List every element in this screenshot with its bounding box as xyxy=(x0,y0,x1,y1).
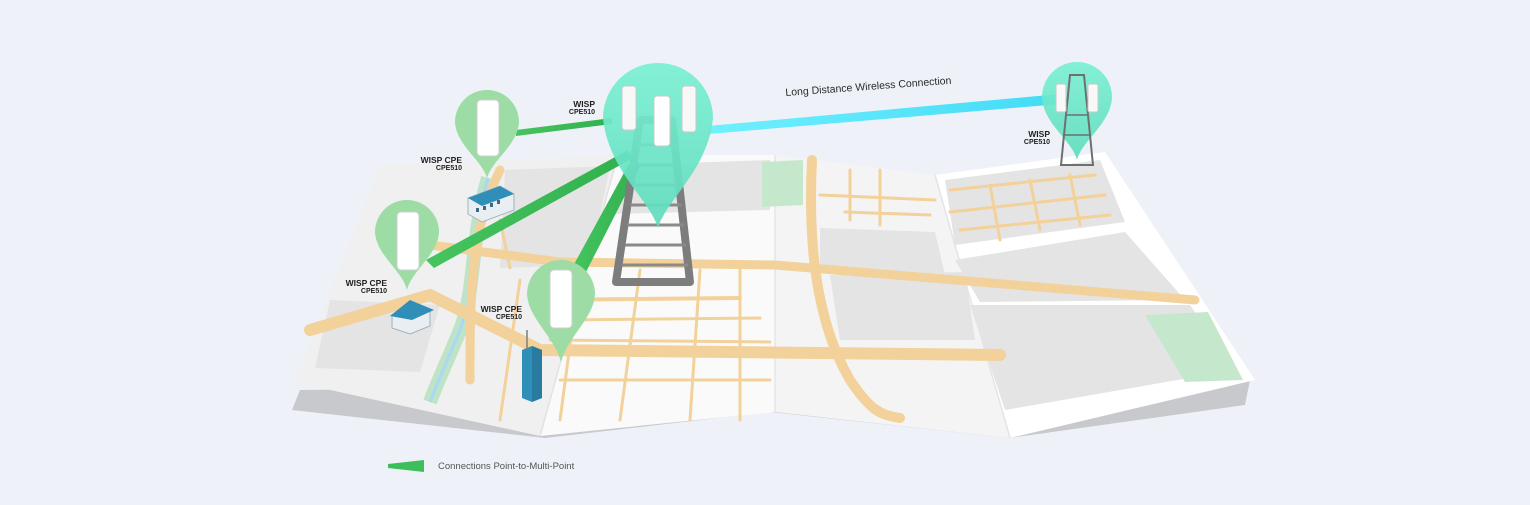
label-title: WISP CPE xyxy=(480,304,522,314)
label-tower-top: WISP CPE510 xyxy=(545,100,595,116)
label-cpe-school: WISP CPE CPE510 xyxy=(400,156,462,172)
cpe-antenna-icon xyxy=(1055,83,1099,113)
legend-swatch-icon xyxy=(388,460,424,472)
cpe-antenna-icon xyxy=(396,211,420,271)
label-model: CPE510 xyxy=(568,108,595,116)
cpe-antenna-icon xyxy=(549,269,573,329)
label-model: CPE510 xyxy=(1023,138,1050,146)
school-building-icon xyxy=(467,185,515,223)
office-cpe-pin xyxy=(527,260,595,362)
label-title: WISP CPE xyxy=(420,155,462,165)
label-model: CPE510 xyxy=(435,164,462,172)
right-tower-pin xyxy=(1042,62,1112,166)
link-to-office-cpe xyxy=(572,162,640,272)
office-building-icon xyxy=(522,330,542,402)
house-building-icon xyxy=(390,300,434,335)
link-to-house-cpe xyxy=(426,150,633,268)
main-tower-pin xyxy=(603,63,713,228)
parks xyxy=(762,160,1243,382)
label-title: WISP xyxy=(1028,129,1050,139)
p2mp-links xyxy=(426,118,640,272)
label-tower-right: WISP CPE510 xyxy=(1000,130,1050,146)
label-model: CPE510 xyxy=(360,287,387,295)
label-title: WISP CPE xyxy=(345,278,387,288)
label-title: WISP xyxy=(573,99,595,109)
house-cpe-pin xyxy=(375,200,439,290)
long-distance-link xyxy=(708,94,1060,134)
legend: Connections Point-to-Multi-Point xyxy=(388,460,574,472)
label-cpe-house: WISP CPE CPE510 xyxy=(325,279,387,295)
cpe-antenna-icon xyxy=(476,99,500,157)
link-to-school-cpe xyxy=(516,118,612,136)
cpe-antenna-icon xyxy=(621,85,697,147)
school-cpe-pin xyxy=(455,90,519,178)
legend-label: Connections Point-to-Multi-Point xyxy=(438,460,575,472)
label-cpe-office: WISP CPE CPE510 xyxy=(460,305,522,321)
label-model: CPE510 xyxy=(495,313,522,321)
